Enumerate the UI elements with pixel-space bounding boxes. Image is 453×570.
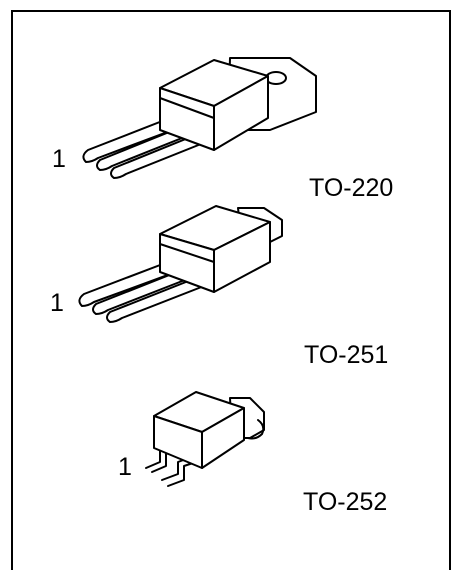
to251-lead-3 [106, 277, 205, 323]
package-to252 [145, 391, 265, 487]
to220-label: TO-220 [309, 174, 394, 202]
package-to220 [0, 0, 453, 210]
to220-body-edge [159, 97, 215, 119]
to252-drawing [145, 391, 265, 487]
diagram-frame [11, 10, 451, 570]
to251-pin1-marker: 1 [50, 289, 64, 317]
to252-label: TO-252 [303, 488, 388, 516]
to220-body-side [213, 75, 269, 151]
to220-pin1-marker: 1 [52, 145, 66, 173]
to251-label: TO-251 [304, 341, 389, 369]
to252-pin1-marker: 1 [118, 453, 132, 481]
to252-tab-curl [247, 419, 265, 440]
to251-drawing [78, 205, 283, 323]
to251-lead-2 [92, 269, 191, 315]
package-to251 [78, 205, 283, 323]
to251-body-side [213, 221, 271, 293]
to220-lead-3 [110, 133, 207, 179]
to220-drawing [82, 57, 317, 179]
to251-body-edge [159, 243, 215, 263]
to220-lead-2 [96, 125, 193, 171]
to251-lead-1 [78, 261, 177, 307]
to252-lead-3b [167, 461, 197, 487]
to220-lead-1 [82, 117, 179, 163]
to252-body-side [201, 407, 245, 469]
